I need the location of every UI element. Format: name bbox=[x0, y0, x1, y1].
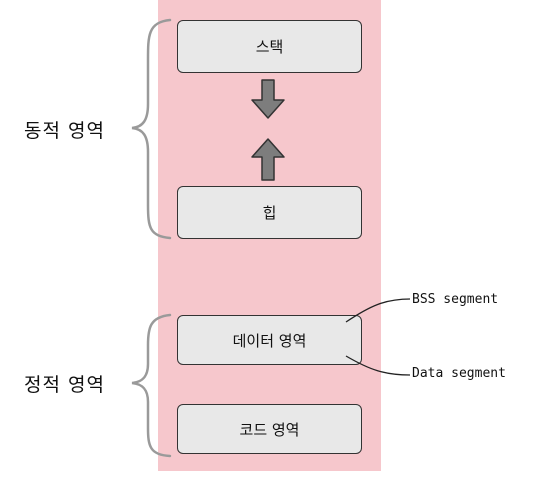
data-area-label: 데이터 영역 bbox=[232, 331, 307, 350]
arrow-up-icon bbox=[251, 138, 285, 181]
stack-block: 스택 bbox=[177, 20, 362, 73]
stack-label: 스택 bbox=[255, 38, 284, 56]
data-segment-label: Data segment bbox=[412, 366, 506, 381]
bss-segment-label: BSS segment bbox=[412, 292, 499, 307]
arrow-down-icon bbox=[251, 79, 285, 119]
heap-label: 힙 bbox=[262, 204, 277, 222]
static-region-label: 정적 영역 bbox=[24, 374, 105, 396]
code-area-block: 코드 영역 bbox=[177, 404, 362, 454]
dynamic-region-label: 동적 영역 bbox=[24, 120, 105, 142]
data-area-block: 데이터 영역 bbox=[177, 315, 362, 365]
code-area-label: 코드 영역 bbox=[239, 420, 300, 439]
heap-block: 힙 bbox=[177, 186, 362, 239]
bss-leader-line bbox=[345, 298, 411, 323]
dynamic-region-brace bbox=[131, 18, 172, 240]
static-region-brace bbox=[131, 313, 172, 458]
data-leader-line bbox=[345, 355, 411, 376]
